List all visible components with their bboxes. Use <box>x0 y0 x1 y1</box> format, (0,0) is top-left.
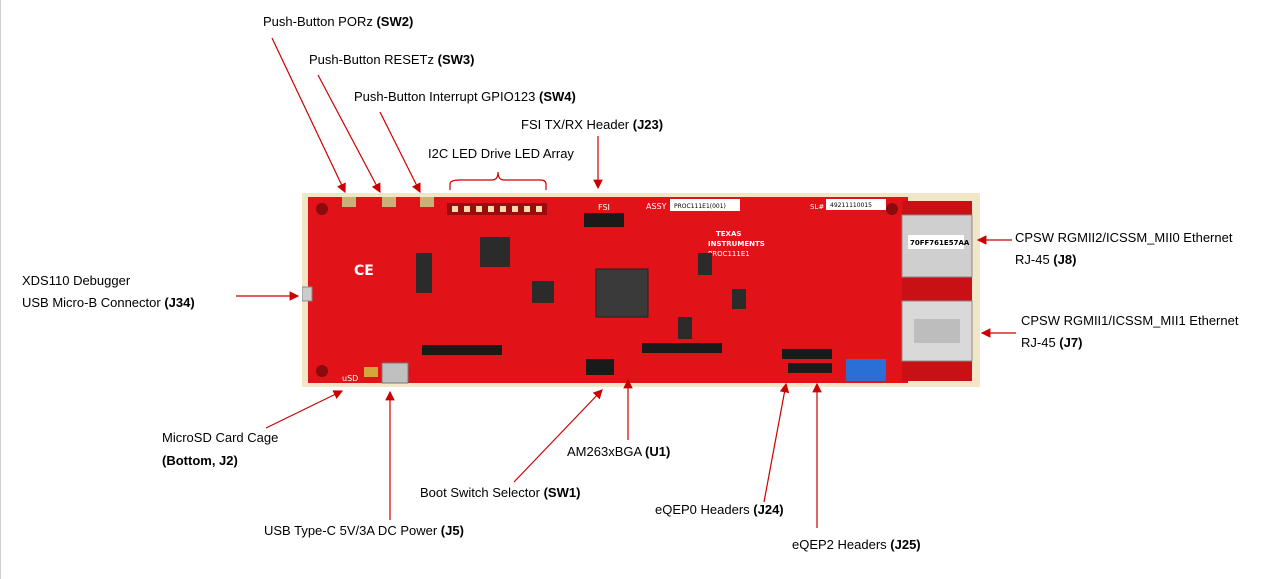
label-sw2: Push-Button PORz (SW2) <box>263 12 413 32</box>
label-led-array-text: I2C LED Drive LED Array <box>428 146 574 161</box>
assy-silkscreen: ASSY <box>646 202 667 211</box>
label-j8-line2-text: RJ-45 <box>1015 252 1054 267</box>
label-led-array: I2C LED Drive LED Array <box>428 144 574 164</box>
ethernet-tag <box>908 235 964 249</box>
ti-brand-line2: INSTRUMENTS <box>708 240 765 248</box>
serial-sticker <box>826 199 886 210</box>
mount-hole <box>316 365 328 377</box>
label-j34-line2-text: USB Micro-B Connector <box>22 295 165 310</box>
label-sw3-ref: (SW3) <box>437 52 475 67</box>
label-sw4-text: Push-Button Interrupt GPIO123 <box>354 89 539 104</box>
label-j25-text: eQEP2 Headers <box>792 537 891 552</box>
arrow-sw4 <box>379 111 421 194</box>
usb-c-connector-j5 <box>381 362 409 384</box>
ic-chip <box>532 281 554 303</box>
proc-sticker <box>670 199 740 211</box>
eqep0-header-j24 <box>782 349 832 359</box>
arrow-j2 <box>265 390 344 429</box>
label-sw3-text: Push-Button RESETz <box>309 52 438 67</box>
label-j25: eQEP2 Headers (J25) <box>792 535 921 555</box>
label-j8-line2: RJ-45 (J8) <box>1015 250 1076 270</box>
label-j23-text: FSI TX/RX Header <box>521 117 633 132</box>
label-j2-line1: MicroSD Card Cage <box>162 428 278 448</box>
label-j5-ref: (J5) <box>440 523 464 538</box>
label-j24-text: eQEP0 Headers <box>655 502 754 517</box>
fsi-silkscreen: FSI <box>598 203 610 212</box>
serial-sticker-text: 49211110015 <box>830 202 872 209</box>
label-j23-ref: (J23) <box>632 117 664 132</box>
arrow-sw2 <box>271 37 346 194</box>
label-j8-line1-text: CPSW RGMII2/ICSSM_MII0 Ethernet <box>1015 230 1233 245</box>
label-j7-line1-text: CPSW RGMII1/ICSSM_MII1 Ethernet <box>1021 313 1239 328</box>
arrow-sw1 <box>513 389 603 483</box>
label-sw2-ref: (SW2) <box>376 14 414 29</box>
label-j7-line2-text: RJ-45 <box>1021 335 1060 350</box>
processor-u1 <box>595 268 649 318</box>
label-j5: USB Type-C 5V/3A DC Power (J5) <box>264 521 464 541</box>
proc-sticker-text: PROC111E1(001) <box>674 203 726 210</box>
label-j24-ref: (J24) <box>753 502 784 517</box>
label-sw1-text: Boot Switch Selector <box>420 485 544 500</box>
label-j7-ref: (J7) <box>1059 335 1083 350</box>
ic-chip <box>698 253 712 275</box>
label-j25-ref: (J25) <box>890 537 921 552</box>
button-sw4 <box>420 197 434 207</box>
label-j34-line1-text: XDS110 Debugger <box>22 273 131 288</box>
usb-micro-connector-j34 <box>301 286 313 302</box>
label-sw4: Push-Button Interrupt GPIO123 (SW4) <box>354 87 576 107</box>
label-sw1: Boot Switch Selector (SW1) <box>420 483 580 503</box>
page-edge-rule <box>0 0 1 579</box>
boot-switch-sw1 <box>586 359 614 375</box>
ic-chip <box>732 289 746 309</box>
board-model: PROC111E1 <box>708 250 750 258</box>
eqep2-header-j25 <box>788 363 832 373</box>
ic-chip <box>480 237 510 267</box>
usd-silkscreen: uSD <box>342 374 358 383</box>
label-j2-line2: (Bottom, J2) <box>162 451 238 471</box>
label-u1-ref: (U1) <box>645 444 671 459</box>
label-j2-line1-text: MicroSD Card Cage <box>162 430 279 445</box>
led-array <box>447 203 547 215</box>
label-j8-line1: CPSW RGMII2/ICSSM_MII0 Ethernet <box>1015 228 1232 248</box>
label-j34-line1: XDS110 Debugger <box>22 271 130 291</box>
label-j23: FSI TX/RX Header (J23) <box>521 115 663 135</box>
ethernet-tag-text: 70FF761E57AA <box>910 239 970 247</box>
pin-header <box>422 345 502 355</box>
ti-brand-line1: TEXAS <box>716 230 741 238</box>
pin-header <box>642 343 722 353</box>
led-array-brace <box>449 171 547 190</box>
fsi-header-j23 <box>584 213 624 227</box>
label-u1-text: AM263xBGA <box>567 444 646 459</box>
arrow-j24 <box>763 382 790 503</box>
label-sw1-ref: (SW1) <box>543 485 581 500</box>
evm-board: FSI PROC111E1(001) ASSY SL# 49211110015 … <box>301 193 980 387</box>
label-j34-ref: (J34) <box>164 295 195 310</box>
label-sw4-ref: (SW4) <box>539 89 576 104</box>
label-j8-ref: (J8) <box>1053 252 1077 267</box>
terminal-block <box>846 359 886 381</box>
rj45-j7-port <box>914 319 960 343</box>
ic-chip <box>416 253 432 293</box>
mount-hole <box>886 203 898 215</box>
label-sw2-text: Push-Button PORz <box>263 14 377 29</box>
button-sw3 <box>382 197 396 207</box>
button-sw2 <box>342 197 356 207</box>
arrow-sw3 <box>317 74 381 194</box>
label-sw3: Push-Button RESETz (SW3) <box>309 50 474 70</box>
label-j7-line1: CPSW RGMII1/ICSSM_MII1 Ethernet <box>1021 311 1238 331</box>
sl-silkscreen: SL# <box>810 203 824 211</box>
board-graphic: FSI PROC111E1(001) ASSY SL# 49211110015 … <box>301 193 980 387</box>
label-u1: AM263xBGA (U1) <box>567 442 670 462</box>
label-j24: eQEP0 Headers (J24) <box>655 500 784 520</box>
label-j5-text: USB Type-C 5V/3A DC Power <box>264 523 441 538</box>
label-j7-line2: RJ-45 (J7) <box>1021 333 1082 353</box>
ic-chip <box>678 317 692 339</box>
mount-hole <box>316 203 328 215</box>
ce-mark: CE <box>354 263 374 279</box>
label-j2-ref: (Bottom, J2) <box>162 453 238 468</box>
microsd-cage-j2 <box>364 367 378 377</box>
label-j34-line2: USB Micro-B Connector (J34) <box>22 293 195 313</box>
